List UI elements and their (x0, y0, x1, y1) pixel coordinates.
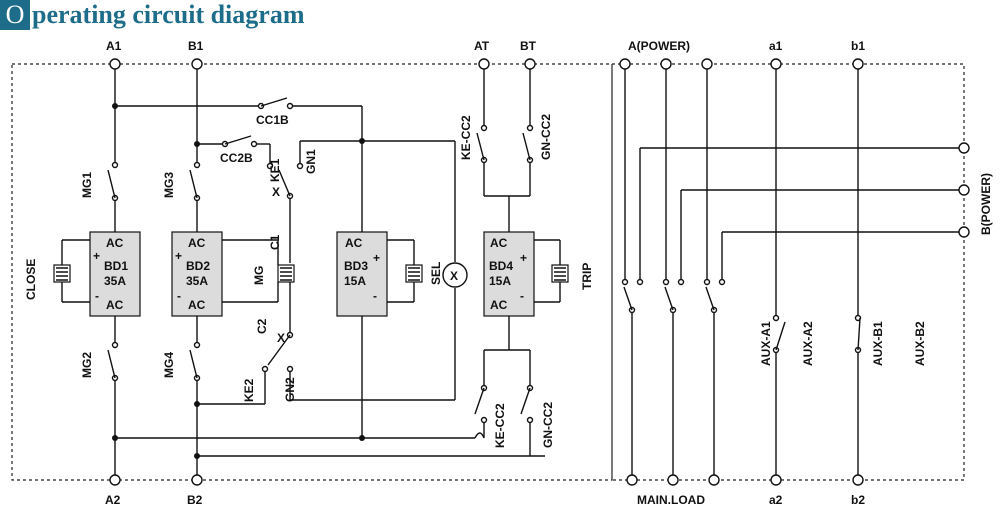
svg-text:C1: C1 (268, 234, 282, 250)
label-aux-a1-top: a1 (769, 39, 783, 53)
svg-text:AUX-B1: AUX-B1 (871, 321, 885, 366)
svg-text:MG2: MG2 (80, 352, 94, 378)
board-bd3: AC BD3 15A + - (336, 231, 388, 317)
power-enclosure (611, 63, 965, 481)
contacts (107, 97, 862, 424)
svg-text:AC: AC (490, 236, 508, 250)
svg-text:-: - (520, 289, 524, 303)
svg-text:GN2: GN2 (283, 377, 297, 402)
label-bt: BT (520, 39, 537, 53)
svg-text:+: + (373, 251, 380, 265)
svg-text:BD2: BD2 (186, 259, 210, 273)
sel-coil (405, 264, 423, 283)
rectifier-boards: AC BD1 35A AC + - AC BD2 35A AC + - AC B… (89, 231, 535, 317)
svg-text:MG3: MG3 (162, 172, 176, 198)
svg-text:+: + (175, 249, 182, 263)
svg-text:X: X (450, 269, 458, 283)
svg-text:GN-CC2: GN-CC2 (539, 114, 553, 160)
svg-text:15A: 15A (344, 274, 366, 288)
svg-text:KE-CC2: KE-CC2 (459, 115, 473, 160)
svg-text:AC: AC (106, 236, 124, 250)
svg-text:AC: AC (106, 298, 124, 312)
label-a2-bottom: A2 (105, 493, 121, 507)
terminals (109, 58, 970, 486)
svg-text:GN-CC2: GN-CC2 (541, 402, 555, 448)
label-b2-bottom: B2 (187, 493, 203, 507)
svg-text:AC: AC (490, 298, 508, 312)
mg-coil (277, 264, 295, 283)
svg-text:-: - (177, 289, 181, 303)
svg-text:15A: 15A (489, 274, 511, 288)
label-aux-a2-bottom: a2 (769, 493, 783, 507)
svg-text:AUX-A1: AUX-A1 (759, 321, 773, 366)
svg-text:X: X (272, 185, 280, 199)
svg-text:-: - (95, 289, 99, 303)
svg-text:-: - (373, 289, 377, 303)
svg-text:MG4: MG4 (162, 352, 176, 378)
label-b1-top: B1 (188, 39, 204, 53)
component-labels: CC1B CC2B KE1 GN1 X C1 MG C2 X KE2 GN2 M… (24, 113, 927, 448)
svg-text:+: + (93, 249, 100, 263)
svg-text:AC: AC (345, 236, 363, 250)
svg-text:MG1: MG1 (80, 172, 94, 198)
svg-text:TRIP: TRIP (580, 263, 594, 290)
svg-text:GN1: GN1 (304, 149, 318, 174)
svg-text:AUX-A2: AUX-A2 (801, 321, 815, 366)
diagram-header: O perating circuit diagram (0, 0, 304, 30)
svg-text:AC: AC (188, 298, 206, 312)
board-bd2: AC BD2 35A AC + - (171, 231, 223, 317)
close-coil (53, 264, 71, 283)
svg-text:AC: AC (188, 236, 206, 250)
svg-text:SEL: SEL (429, 262, 443, 285)
coils: X (53, 262, 569, 288)
board-bd1: AC BD1 35A AC + - (89, 231, 141, 317)
svg-text:X: X (277, 331, 285, 345)
board-bd4: AC BD4 15A AC + - (483, 231, 535, 317)
svg-text:C2: C2 (255, 318, 269, 334)
trip-coil (551, 264, 569, 283)
svg-text:35A: 35A (104, 274, 126, 288)
svg-text:BD3: BD3 (344, 259, 368, 273)
svg-text:CC2B: CC2B (220, 151, 253, 165)
label-aux-b1-top: b1 (851, 39, 865, 53)
svg-text:MG: MG (252, 266, 266, 285)
svg-text:CLOSE: CLOSE (24, 259, 38, 300)
header-title: perating circuit diagram (32, 0, 305, 29)
label-a1-top: A1 (106, 39, 122, 53)
terminal-labels: A1 B1 AT BT A(POWER) a1 b1 A2 B2 MAIN.LO… (105, 39, 993, 507)
svg-text:CC1B: CC1B (256, 113, 289, 127)
motor-x-icon: X (442, 262, 468, 288)
junctions (112, 103, 365, 459)
svg-text:BD4: BD4 (489, 259, 513, 273)
svg-text:KE-CC2: KE-CC2 (493, 403, 507, 448)
svg-text:KE1: KE1 (268, 158, 282, 182)
control-enclosure (11, 63, 613, 481)
label-at: AT (474, 39, 490, 53)
label-a-power: A(POWER) (628, 39, 690, 53)
header-initial: O (0, 0, 30, 30)
label-main-load: MAIN.LOAD (637, 493, 705, 507)
svg-text:AUX-B2: AUX-B2 (913, 321, 927, 366)
svg-text:KE2: KE2 (242, 378, 256, 402)
svg-text:BD1: BD1 (104, 259, 128, 273)
svg-text:35A: 35A (186, 274, 208, 288)
svg-text:+: + (520, 251, 527, 265)
label-aux-b2-bottom: b2 (851, 493, 865, 507)
wires (61, 64, 962, 480)
label-b-power: B(POWER) (979, 173, 993, 235)
